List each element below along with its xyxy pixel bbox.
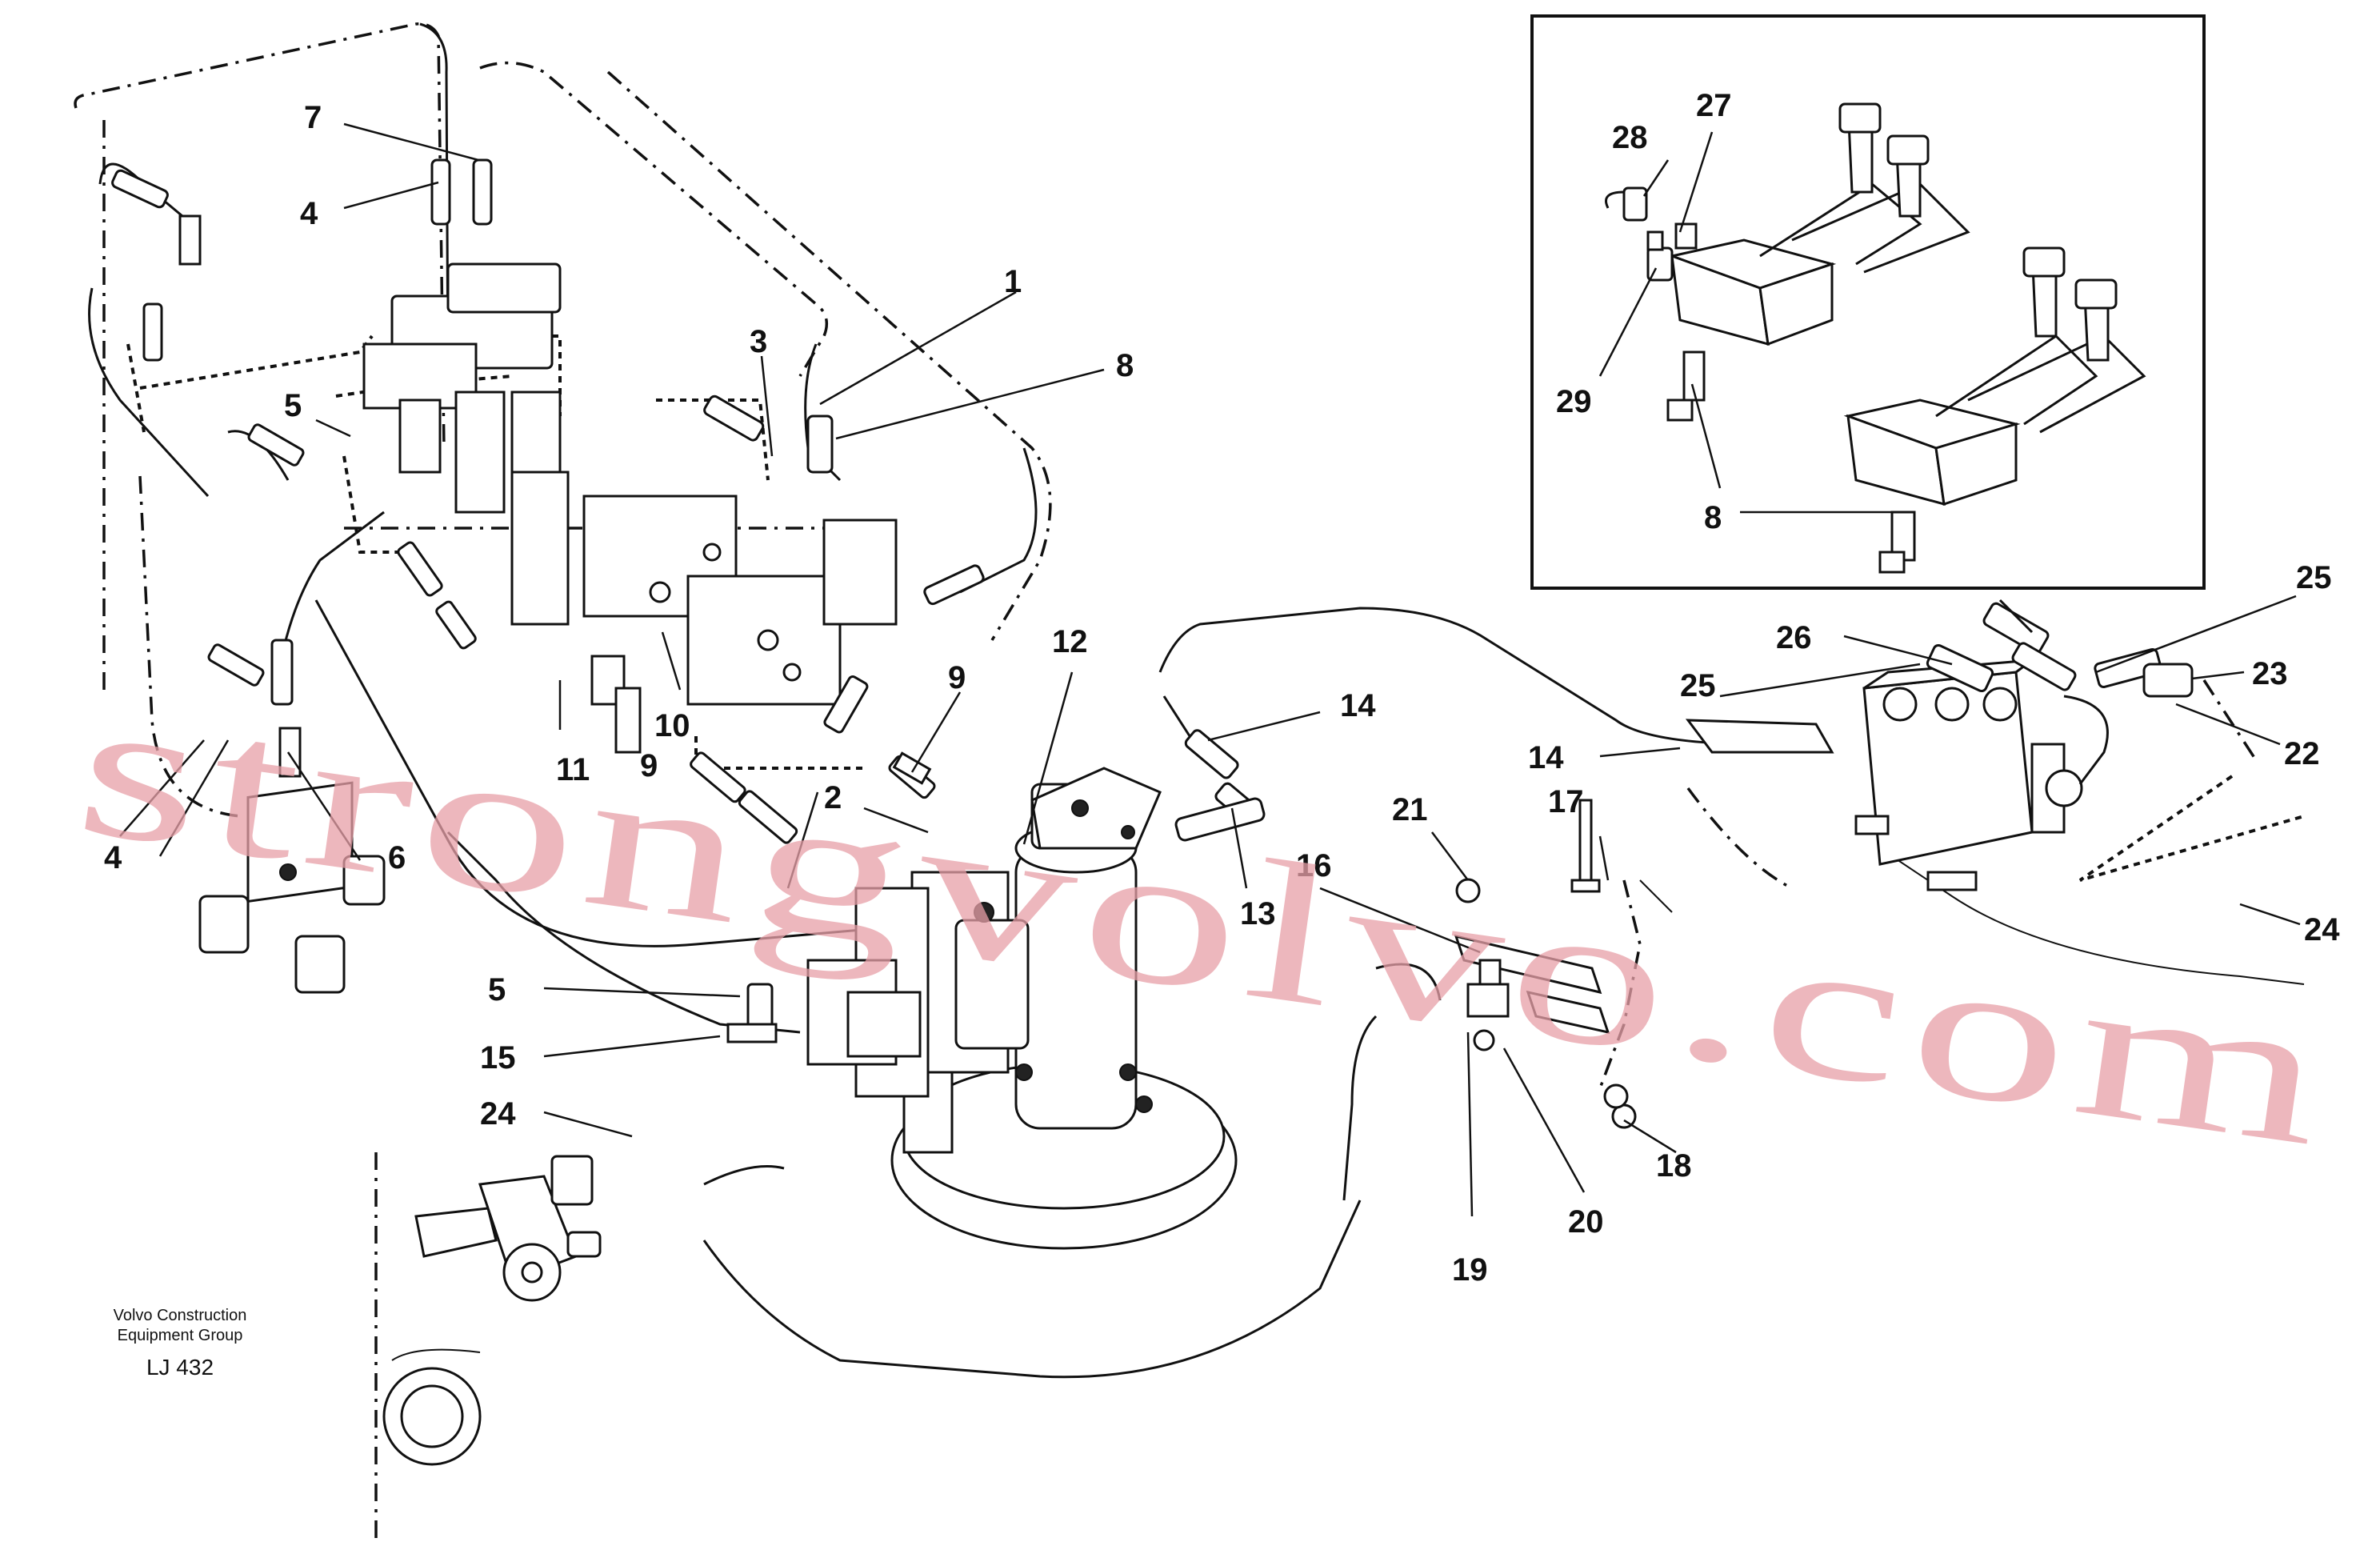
callout-22: 22 (2284, 736, 2320, 771)
callout-12: 12 (1052, 624, 1088, 659)
right-valve-assembly (1854, 599, 2194, 891)
callout-5: 5 (284, 388, 302, 423)
callout-25: 25 (1680, 668, 1716, 703)
callout-28: 28 (1612, 120, 1648, 155)
callout-2: 2 (824, 780, 842, 815)
pedal-inset (1530, 14, 2206, 590)
callout-8: 8 (1704, 500, 1722, 535)
callout-17: 17 (1548, 784, 1584, 819)
callout-20: 20 (1568, 1204, 1604, 1240)
callout-6: 6 (388, 840, 406, 875)
callout-numbers: 7 4 5 1 3 8 9 12 10 11 9 2 4 6 5 15 24 1… (104, 88, 2340, 1288)
mounting-bracket (1454, 799, 1673, 1129)
callout-8: 8 (1116, 348, 1134, 383)
callout-26: 26 (1776, 620, 1812, 655)
callout-3: 3 (750, 324, 767, 359)
callout-16: 16 (1296, 848, 1332, 883)
floor-section (374, 1152, 602, 1544)
callout-24: 24 (2304, 912, 2340, 947)
callout-4: 4 (104, 840, 122, 875)
callout-4: 4 (300, 196, 318, 231)
lower-left-valve (198, 781, 386, 994)
callout-14: 14 (1528, 740, 1564, 775)
machine-outline (74, 22, 2258, 890)
callout-25: 25 (2296, 560, 2332, 595)
drawing-code: LJ 432 (146, 1355, 214, 1380)
slewing-motor (806, 767, 1266, 1250)
callout-1: 1 (1004, 264, 1022, 299)
callout-21: 21 (1392, 792, 1428, 827)
callout-7: 7 (304, 100, 322, 135)
callout-14: 14 (1340, 688, 1376, 723)
callout-11: 11 (556, 752, 590, 787)
callout-15: 15 (480, 1040, 516, 1075)
callout-5: 5 (488, 972, 506, 1007)
callout-9: 9 (640, 748, 658, 783)
callout-13: 13 (1240, 896, 1276, 931)
fittings (111, 158, 1834, 1043)
leader-lines (119, 122, 2301, 1217)
callout-19: 19 (1452, 1252, 1488, 1288)
callout-27: 27 (1696, 88, 1732, 123)
callout-29: 29 (1556, 384, 1592, 419)
caption-block: Volvo Construction Equipment Group LJ 43… (114, 1307, 247, 1380)
callout-10: 10 (654, 708, 690, 743)
control-valve-block (362, 262, 898, 754)
callout-23: 23 (2252, 656, 2288, 691)
callout-24: 24 (480, 1096, 516, 1131)
caption-company: Volvo Construction (114, 1307, 247, 1324)
caption-group: Equipment Group (118, 1327, 243, 1344)
callout-9: 9 (948, 660, 966, 695)
callout-18: 18 (1656, 1148, 1692, 1184)
